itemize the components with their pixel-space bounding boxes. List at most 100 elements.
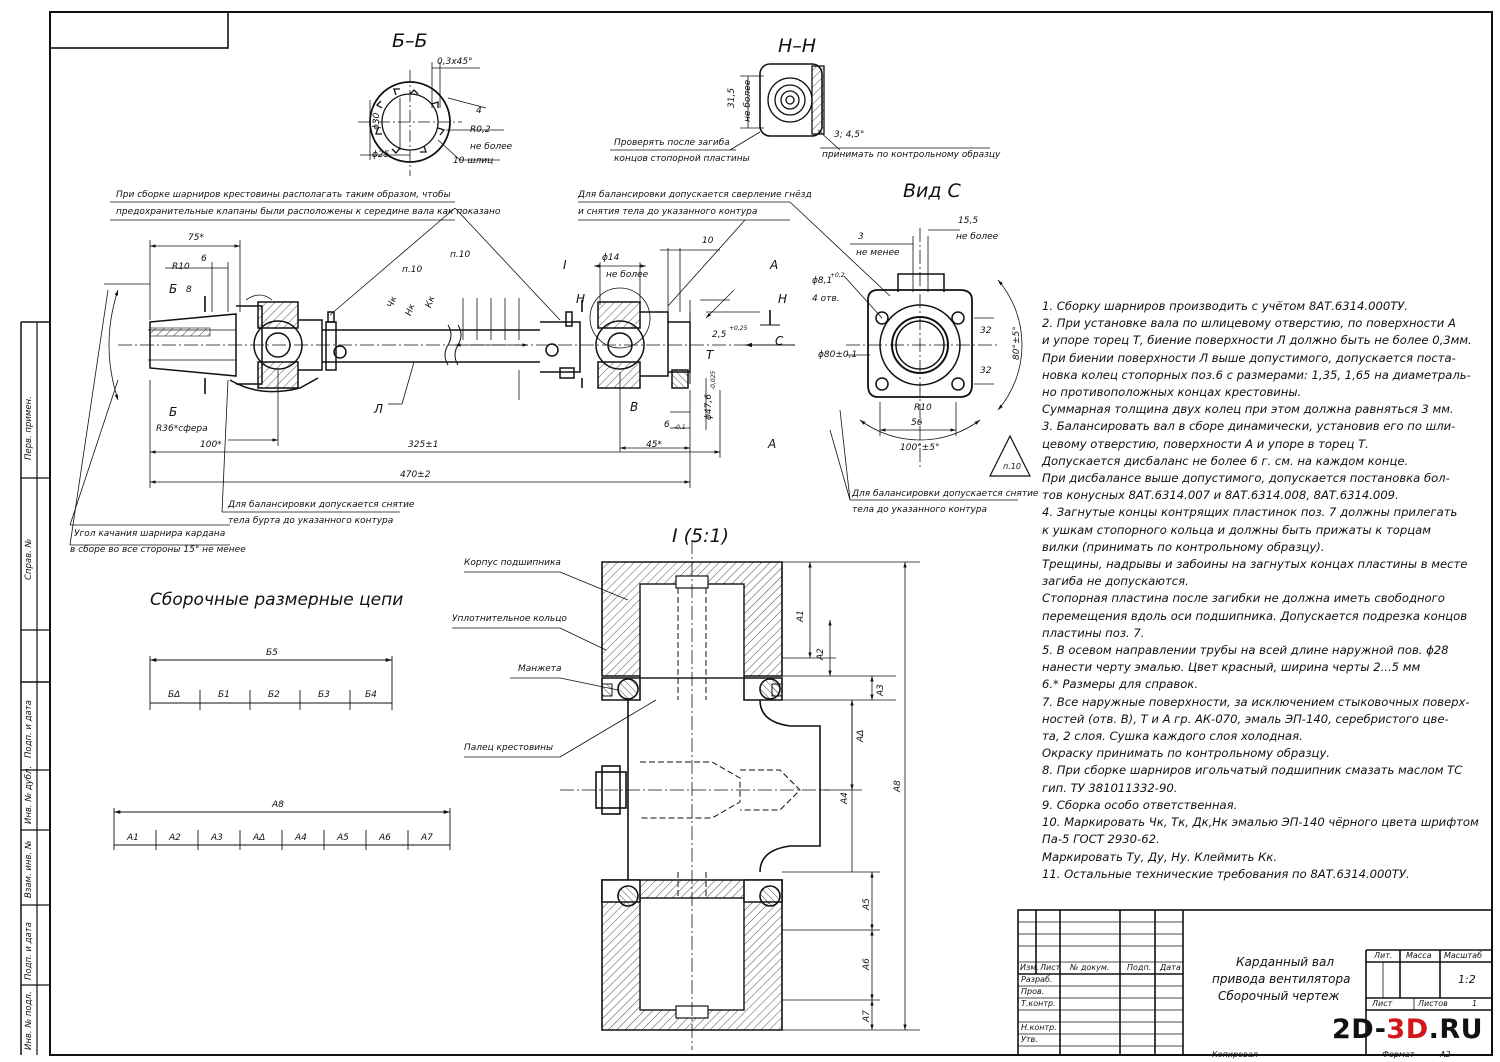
detail-dim-a1: А1: [796, 610, 806, 622]
site-logo: 2D-3D.RU: [1332, 1014, 1484, 1045]
dim-6b-tol: -0,1: [674, 424, 686, 431]
note-assembly-1: При сборке шарниров крестовины располага…: [116, 190, 451, 200]
dim-3: 3: [858, 232, 864, 242]
detail-dim-a7: А7: [862, 1010, 872, 1022]
stamp-sheet: Лист: [1372, 999, 1393, 1008]
chain-a-item-4: А4: [295, 833, 307, 843]
stamp-tech-control: Т.контр.: [1021, 999, 1056, 1008]
stamp-list: Лист: [1040, 963, 1061, 972]
requirement-line: 11. Остальные технические требования по …: [1042, 866, 1410, 881]
ref-p10-c: п.10: [1003, 462, 1021, 471]
side-stamp-repl-inv: Взам. инв. №: [24, 840, 34, 898]
detail-dim-a2: А2: [816, 648, 826, 660]
label-C: С: [775, 334, 784, 348]
dim-2-5-tol: +0,25: [729, 325, 748, 332]
dim-6b: 6: [664, 420, 670, 430]
dim-470: 470±2: [400, 470, 431, 480]
stamp-mass: Масса: [1406, 951, 1432, 960]
side-stamp-sign-date-2: Подп. и дата: [24, 922, 34, 980]
chain-b-item-3: Б3: [318, 690, 330, 700]
dim-6: 6: [201, 254, 207, 264]
requirement-line: цевому отверстию, поверхности А и упоре …: [1042, 436, 1369, 451]
side-stamp-sign-date-1: Подп. и дата: [24, 700, 34, 758]
stamp-scale-value: 1:2: [1458, 973, 1476, 986]
note-bottom-3b: тела до указанного контура: [852, 505, 988, 515]
view-c-title: Вид С: [903, 180, 961, 202]
requirement-line: 3. Балансировать вал в сборе динамически…: [1042, 419, 1456, 434]
stamp-sheets: Листов: [1418, 999, 1448, 1008]
section-bb-title: Б–Б: [392, 30, 428, 52]
dim-32a: 32: [980, 326, 992, 336]
requirement-line: но противоположных концах крестовины.: [1042, 385, 1302, 400]
requirement-line: 9. Сборка особо ответственная.: [1042, 797, 1238, 812]
note-sample: принимать по контрольному образцу: [822, 150, 1001, 160]
requirement-line: перемещения вдоль оси подшипника. Допуск…: [1042, 608, 1468, 623]
note-bottom-3a: Для балансировки допускается снятие: [852, 489, 1039, 499]
chain-a-item-6: А6: [379, 833, 391, 843]
bb-splines: 10 шлиц: [453, 156, 494, 166]
section-bb-view: [358, 62, 504, 176]
dim-d14: ϕ14: [602, 253, 620, 263]
requirement-line: тов конусных 8АТ.6314.007 и 8АТ.6314.008…: [1042, 488, 1399, 503]
dim-75: 75*: [188, 233, 204, 243]
label-H: Н: [576, 292, 586, 306]
chain-b-item-1: Б1: [218, 690, 230, 700]
nn-31-5: 31,5: [727, 87, 737, 108]
detail-dim-a3: А3: [876, 684, 886, 696]
dim-325: 325±1: [408, 440, 439, 450]
stamp-approved: Утв.: [1021, 1035, 1038, 1044]
label-V: В: [630, 400, 639, 414]
requirement-line: нанести черту эмалью. Цвет красный, шири…: [1042, 660, 1421, 675]
dim-3-note: не менее: [856, 248, 900, 258]
note-bottom-2a: Угол качания шарнира кардана: [74, 529, 226, 539]
stamp-developer: Разраб.: [1021, 975, 1053, 984]
chain-a-item-7: А7: [421, 833, 433, 843]
requirement-line: 6.* Размеры для справок.: [1042, 677, 1199, 692]
label-T: Т: [706, 348, 714, 362]
note-balance-2: и снятия тела до указанного контура: [578, 207, 758, 217]
side-stamp-ref-no: Справ. №: [24, 538, 34, 580]
stamp-doc-no: № докум.: [1070, 963, 1110, 972]
requirement-line: 5. В осевом направлении трубы на всей дл…: [1042, 643, 1449, 658]
stamp-sign: Подп.: [1127, 963, 1152, 972]
title-name-3: Сборочный чертеж: [1218, 989, 1340, 1003]
chains-title: Сборочные размерные цепи: [150, 590, 404, 610]
chain-a-item-2: А3: [211, 833, 223, 843]
label-A: А: [770, 258, 779, 272]
label-A2: А: [768, 437, 777, 451]
requirement-line: пластины поз. 7.: [1042, 625, 1145, 640]
label-H2: Н: [778, 292, 788, 306]
requirement-line: ностей (отв. В), Т и А гр. АК-070, эмаль…: [1042, 711, 1449, 726]
dim-100: 100*: [200, 440, 222, 450]
requirement-line: 1. Сборку шарниров производить с учётом …: [1042, 299, 1409, 313]
requirement-line: Стопорная пластина после загибки не долж…: [1042, 591, 1445, 606]
dim-d8-1: ϕ8,1: [812, 276, 833, 286]
bb-d30: ϕ30: [372, 112, 382, 130]
requirement-line: 7. Все наружные поверхности, за исключен…: [1042, 694, 1470, 709]
side-stamp-dup-inv: Инв. № дубл.: [24, 765, 34, 824]
detail-i-dimensions: [452, 561, 920, 1031]
chain-a-item-1: А2: [169, 833, 181, 843]
requirement-line: 4. Загнутые концы контрящих пластинок по…: [1042, 505, 1458, 520]
requirement-line: Па-5 ГОСТ 2930-62.: [1042, 832, 1160, 847]
technical-requirements: 1. Сборку шарниров производить с учётом …: [1042, 298, 1479, 883]
stamp-checked: Пров.: [1021, 987, 1045, 996]
dim-r10: R10: [172, 262, 190, 272]
dim-15-5-note: не более: [956, 232, 999, 242]
note-check-2: концов стопорной пластины: [614, 154, 750, 164]
shaft-assembly-main-view: [118, 287, 795, 394]
label-I: I: [563, 258, 567, 272]
detail-label-cuff: Манжета: [518, 664, 562, 674]
requirement-line: к ушкам стопорного кольца и должны быть …: [1042, 522, 1431, 537]
dim-2-5: 2,5: [712, 330, 727, 340]
detail-dim-a6: А6: [862, 958, 872, 970]
chain-b-item-4: Б4: [365, 690, 377, 700]
dim-45: 45*: [646, 440, 662, 450]
bb-d25: ϕ25: [372, 150, 390, 160]
requirement-line: Окраску принимать по контрольному образц…: [1042, 746, 1330, 761]
chain-b-total: Б5: [266, 648, 278, 658]
note-assembly-2: предохранительные клапаны были расположе…: [116, 207, 501, 217]
bb-note: не более: [470, 142, 513, 152]
detail-title: I (5:1): [672, 525, 730, 547]
